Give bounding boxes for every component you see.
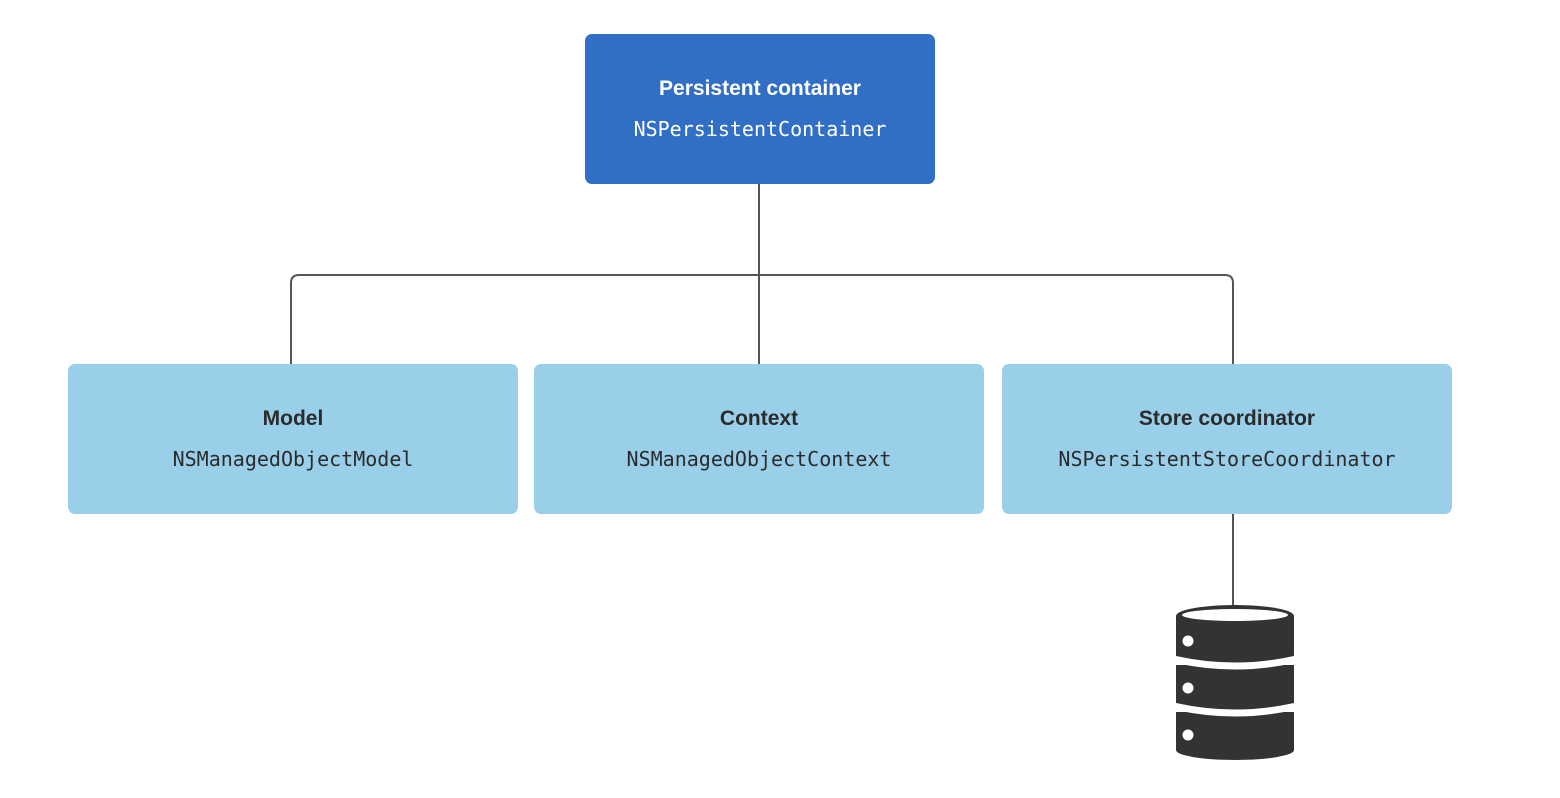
database-disk-3-bottom <box>1176 740 1294 760</box>
database-highlights <box>1176 609 1294 741</box>
persistent-container-class: NSPersistentContainer <box>633 117 887 141</box>
database-top-rim <box>1182 609 1288 621</box>
database-disk-2-bottom <box>1176 694 1294 712</box>
database-led-3 <box>1182 729 1194 741</box>
persistent-container-title: Persistent container <box>659 77 861 100</box>
store-coordinator-class: NSPersistentStoreCoordinator <box>1058 447 1396 471</box>
database-led-1 <box>1182 635 1194 647</box>
persistent-container-node: Persistent container NSPersistentContain… <box>585 34 935 184</box>
model-node: Model NSManagedObjectModel <box>68 364 518 514</box>
connector-group <box>290 184 1234 606</box>
database-separator-1 <box>1176 656 1294 670</box>
database-stack <box>1176 605 1294 760</box>
store-coordinator-node: Store coordinator NSPersistentStoreCoord… <box>1002 364 1452 514</box>
database-disk-1-bottom <box>1176 647 1294 665</box>
store-coordinator-title: Store coordinator <box>1138 407 1316 430</box>
context-title: Context <box>719 407 799 430</box>
context-node: Context NSManagedObjectContext <box>534 364 984 514</box>
database-separator-2 <box>1176 703 1294 717</box>
model-class: NSManagedObjectModel <box>172 447 414 471</box>
database-icon <box>1176 605 1294 760</box>
database-led-2 <box>1182 682 1194 694</box>
context-class: NSManagedObjectContext <box>626 447 892 471</box>
model-title: Model <box>262 407 324 430</box>
connector-bus-left <box>290 274 1234 364</box>
